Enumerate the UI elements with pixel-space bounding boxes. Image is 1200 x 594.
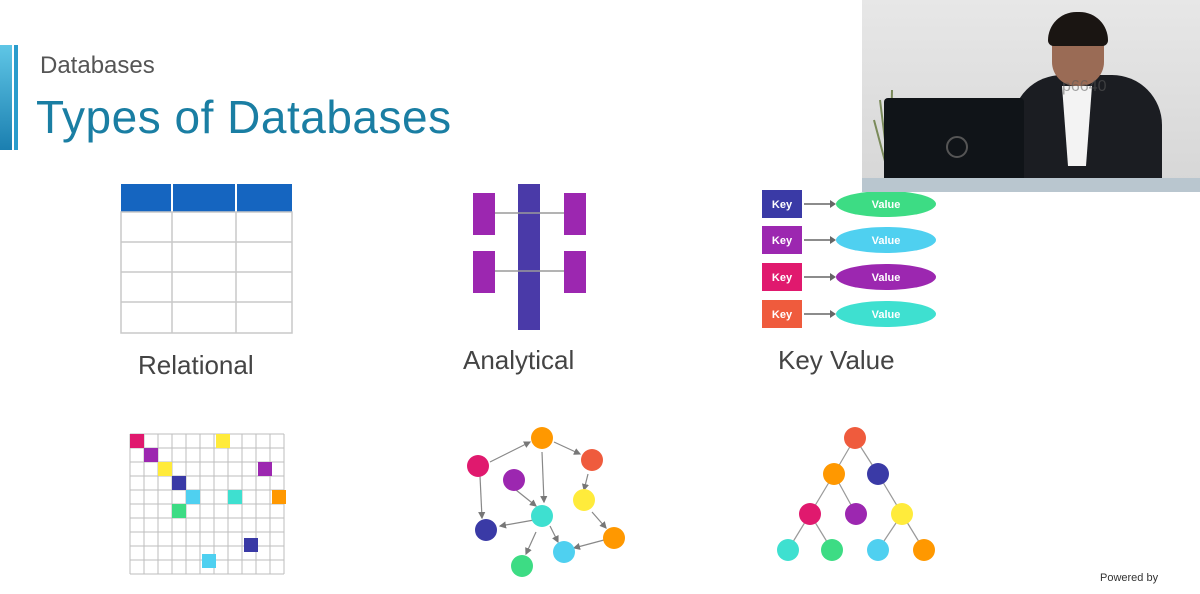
accent-bar-primary — [0, 45, 12, 150]
kv-value-4: Value — [872, 309, 901, 321]
accent-bar — [0, 45, 20, 150]
webcam-watermark: p6640 — [1062, 78, 1107, 95]
kv-key-2: Key — [772, 235, 793, 247]
relational-table-icon — [120, 184, 293, 334]
key-value-icon: Key Value Key Value Key Value Key Value — [762, 190, 936, 328]
laptop-image — [884, 98, 1024, 190]
kv-pair-2: Key Value — [762, 226, 936, 254]
kv-value-1: Value — [872, 199, 901, 211]
kv-key-1: Key — [772, 199, 793, 211]
accent-bar-secondary — [14, 45, 18, 150]
kv-key-4: Key — [772, 309, 793, 321]
caption-relational: Relational — [138, 350, 254, 380]
document-tree-icon — [777, 427, 935, 561]
kv-pair-4: Key Value — [762, 300, 936, 328]
desk-image — [862, 178, 1200, 192]
caption-key-value: Key Value — [778, 345, 895, 375]
powered-by-label: Powered by — [1100, 572, 1159, 584]
page-title: Types of Databases — [36, 91, 452, 143]
kv-pair-3: Key Value — [762, 263, 936, 291]
kv-value-3: Value — [872, 272, 901, 284]
graph-network-icon — [467, 427, 625, 577]
kv-key-3: Key — [772, 272, 793, 284]
kv-pair-1: Key Value — [762, 190, 936, 218]
kv-value-2: Value — [872, 235, 901, 247]
presenter-webcam: p6640 — [862, 0, 1200, 192]
column-family-grid-icon — [129, 433, 286, 575]
grid-lines — [129, 433, 285, 575]
analytical-columns-icon — [473, 184, 586, 330]
section-label: Databases — [40, 52, 155, 79]
caption-analytical: Analytical — [463, 345, 575, 375]
laptop-logo-icon — [946, 136, 968, 158]
